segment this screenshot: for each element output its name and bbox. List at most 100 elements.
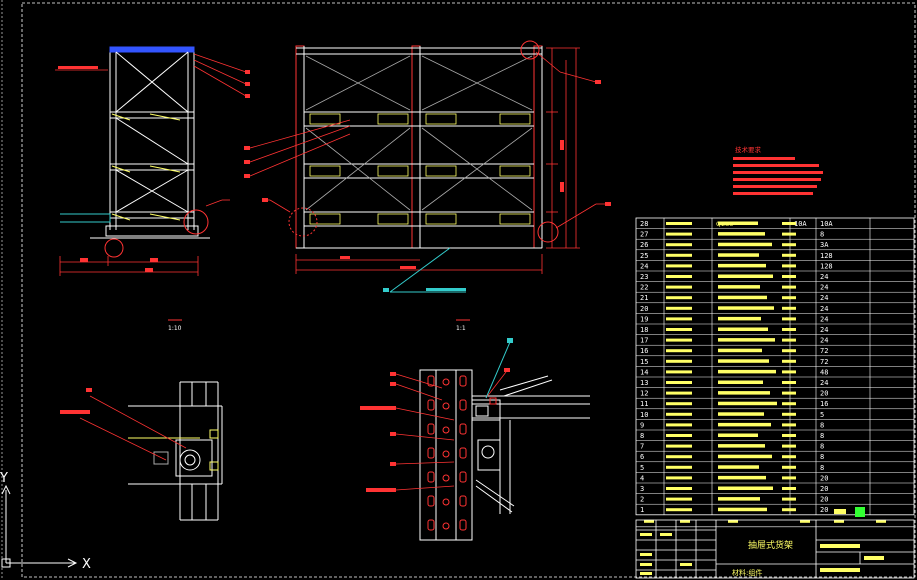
part-code — [666, 465, 692, 469]
part-code — [666, 412, 692, 416]
title-block[interactable]: 抽屉式货架 材料:组件 — [635, 507, 915, 579]
part-number: 10 — [640, 411, 648, 419]
part-quantity: 24 — [820, 273, 828, 281]
part-number: 5 — [640, 464, 644, 472]
part-name — [718, 401, 777, 406]
part-material — [782, 359, 796, 363]
part-name — [718, 380, 763, 384]
part-code — [666, 243, 692, 247]
part-name — [718, 433, 758, 437]
part-material — [782, 402, 796, 406]
table-row[interactable]: 26 3A — [636, 238, 914, 249]
part-material — [782, 306, 796, 310]
detail-b-view[interactable] — [360, 338, 590, 541]
part-name — [718, 253, 759, 257]
part-name — [718, 274, 773, 278]
part-number: 21 — [640, 294, 648, 302]
technical-notes: 技术要求 — [733, 145, 823, 195]
part-material — [782, 222, 796, 225]
part-code — [666, 275, 692, 278]
part-material — [782, 423, 796, 427]
part-code — [666, 222, 692, 225]
svg-text:1:10: 1:10 — [168, 325, 182, 332]
part-material — [782, 275, 796, 278]
part-material — [782, 338, 796, 342]
part-material — [782, 243, 796, 247]
drawing-material: 材料:组件 — [732, 568, 762, 577]
part-code — [666, 359, 692, 363]
part-quantity: 128 — [820, 262, 833, 270]
top-beam — [109, 46, 195, 53]
part-name — [718, 285, 760, 289]
section-label-a: 1:10 — [168, 319, 182, 332]
part-quantity: 24 — [820, 294, 828, 302]
part-quantity: 24 — [820, 379, 828, 387]
part-number: 26 — [640, 241, 648, 249]
part-quantity: 20 — [820, 474, 828, 482]
part-material — [782, 476, 796, 480]
part-quantity: 24 — [820, 315, 828, 323]
part-name — [718, 232, 765, 236]
part-name — [718, 465, 759, 469]
part-code — [666, 296, 692, 300]
part-code — [666, 423, 692, 427]
part-number: 7 — [640, 443, 644, 451]
part-material — [782, 317, 796, 321]
part-number: 11 — [640, 400, 648, 408]
part-quantity: 8 — [820, 421, 824, 429]
part-quantity: 24 — [820, 305, 828, 313]
part-code — [666, 508, 692, 512]
part-code — [666, 487, 692, 490]
part-name — [718, 391, 770, 395]
table-row[interactable]: 21 24 — [636, 291, 914, 302]
part-material — [782, 253, 796, 257]
part-quantity: 3A — [820, 241, 829, 249]
side-view[interactable] — [55, 46, 250, 276]
part-name — [718, 242, 772, 247]
part-material — [782, 264, 796, 268]
svg-text:X: X — [82, 557, 91, 572]
part-name — [718, 497, 760, 501]
detail-a-view[interactable] — [60, 381, 223, 521]
front-view[interactable] — [244, 40, 611, 293]
part-number: 16 — [640, 347, 648, 355]
part-number: 2 — [640, 496, 644, 504]
part-name — [718, 444, 765, 448]
part-quantity: 8 — [820, 231, 824, 239]
part-code — [666, 317, 692, 321]
part-material — [782, 370, 796, 374]
part-number: 8 — [640, 432, 644, 440]
part-code — [666, 338, 692, 342]
part-number: 20 — [640, 305, 648, 313]
part-material — [782, 444, 796, 448]
drawing-title: 抽屉式货架 — [748, 539, 793, 551]
